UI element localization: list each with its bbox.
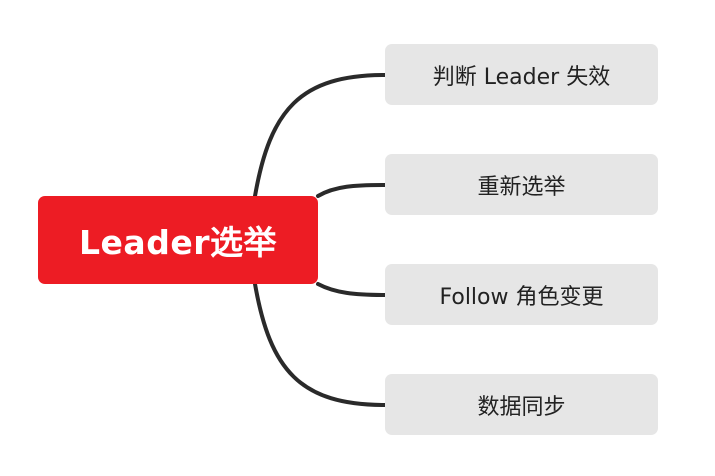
branch-label: Follow 角色变更 — [439, 284, 604, 310]
connector-branch-4 — [253, 282, 387, 407]
branch-node-re-election[interactable]: 重新选举 — [385, 154, 658, 215]
branch-label: 重新选举 — [477, 174, 566, 200]
branch-label: 判断 Leader 失效 — [432, 64, 611, 90]
branch-label: 数据同步 — [477, 394, 566, 420]
connector-branch-1 — [253, 73, 387, 198]
branch-node-follow-role-change[interactable]: Follow 角色变更 — [385, 264, 658, 325]
connector-branch-2 — [316, 183, 387, 198]
connector-branch-3 — [316, 282, 387, 297]
central-topic-label: Leader选举 — [79, 223, 277, 262]
branch-node-data-sync[interactable]: 数据同步 — [385, 374, 658, 435]
central-topic[interactable]: Leader选举 — [38, 196, 318, 284]
branch-node-detect-leader-failure[interactable]: 判断 Leader 失效 — [385, 44, 658, 105]
